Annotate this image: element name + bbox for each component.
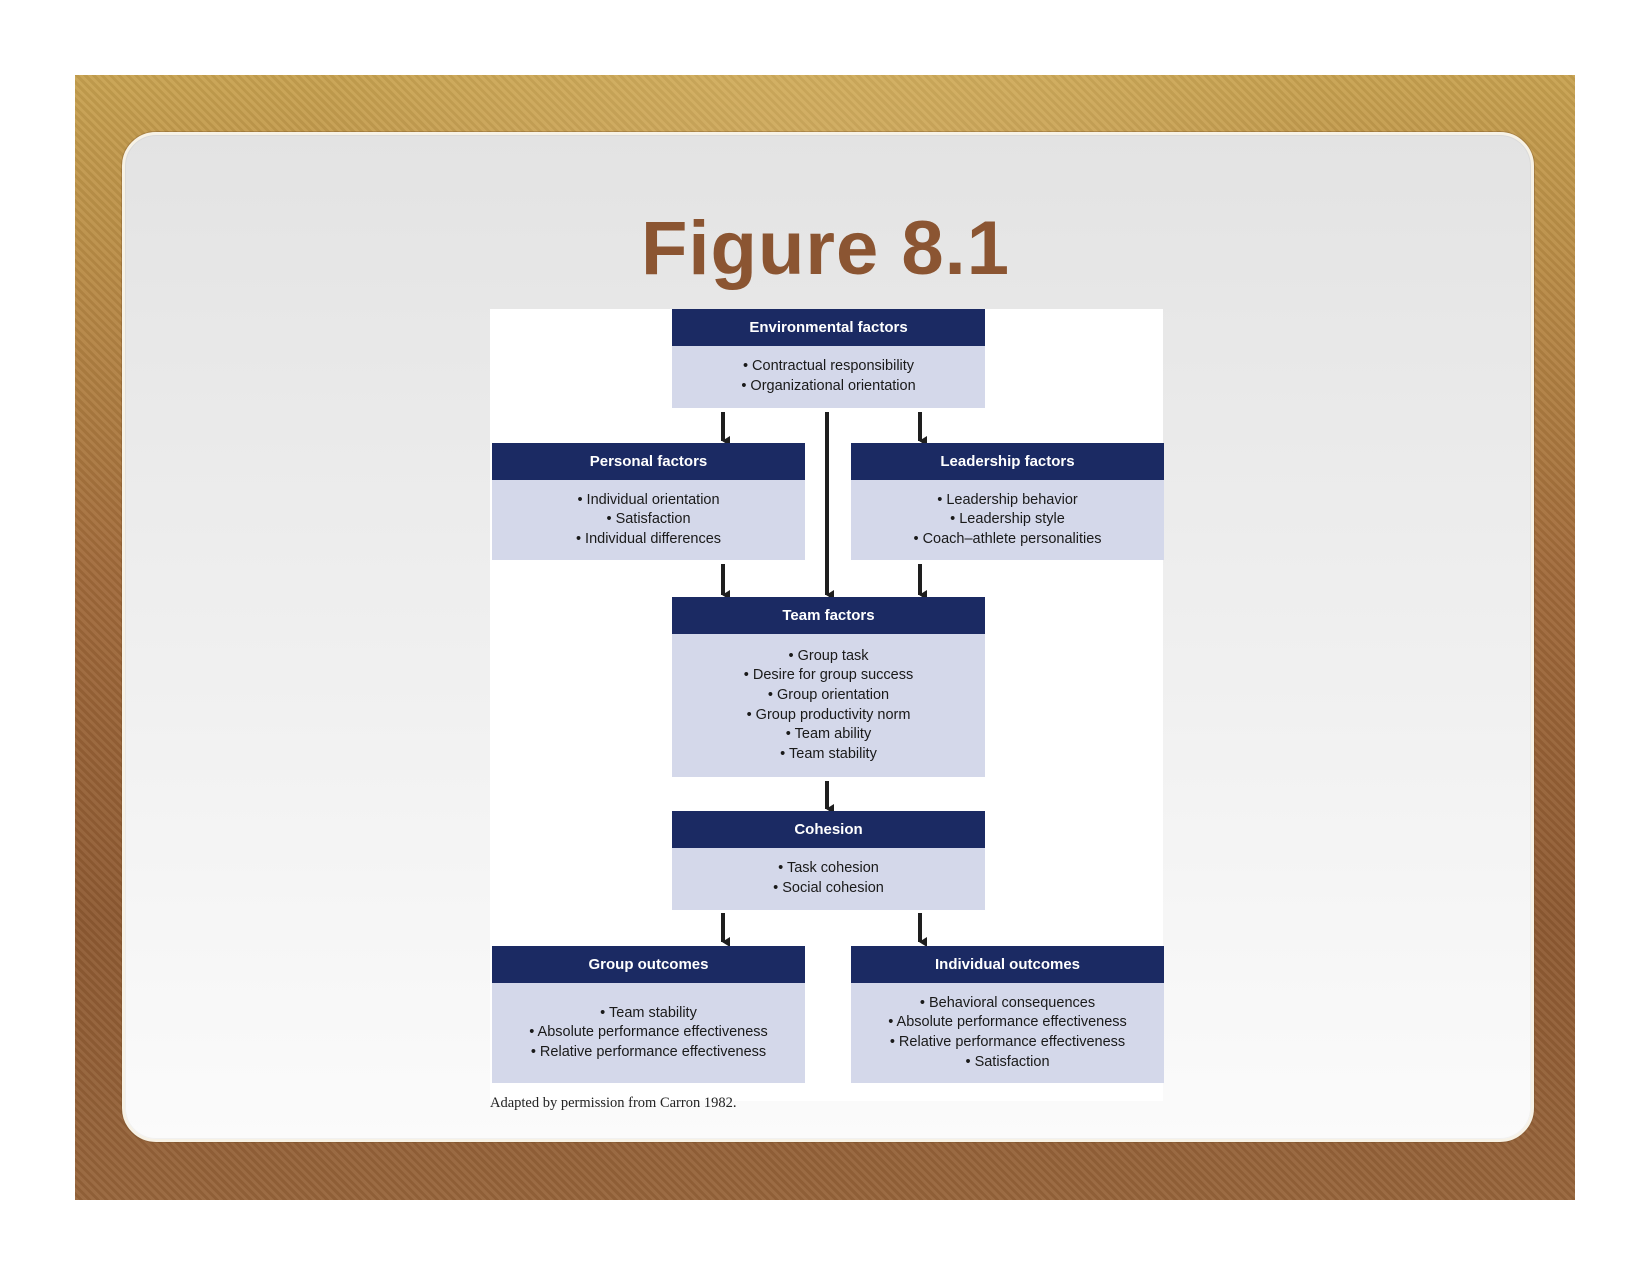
list-item: • Satisfaction (606, 511, 691, 528)
individual-outcomes-box: Individual outcomes • Behavioral consequ… (851, 946, 1164, 1083)
personal-factors-heading: Personal factors (492, 443, 805, 480)
list-item: • Group orientation (767, 686, 890, 703)
group-outcomes-heading: Group outcomes (492, 946, 805, 983)
list-item: • Absolute performance effectiveness (888, 1014, 1127, 1031)
group-outcomes-box: Group outcomes • Team stability • Absolu… (492, 946, 805, 1083)
individual-outcomes-list: • Behavioral consequences • Absolute per… (851, 983, 1164, 1083)
environmental-factors-heading: Environmental factors (672, 309, 985, 346)
list-item: • Individual orientation (577, 491, 720, 508)
list-item: • Group task (788, 647, 869, 664)
leadership-factors-list: • Leadership behavior • Leadership style… (851, 480, 1164, 560)
environmental-factors-list: • Contractual responsibility • Organizat… (672, 346, 985, 408)
list-item: • Leadership style (950, 511, 1065, 528)
list-item: • Satisfaction (965, 1053, 1050, 1070)
team-factors-box: Team factors • Group task • Desire for g… (672, 597, 985, 777)
leadership-factors-heading: Leadership factors (851, 443, 1164, 480)
list-item: • Task cohesion (778, 860, 879, 877)
list-item: • Desire for group success (743, 667, 914, 684)
figure-caption: Adapted by permission from Carron 1982. (490, 1095, 737, 1111)
leadership-factors-box: Leadership factors • Leadership behavior… (851, 443, 1164, 560)
list-item: • Team stability (600, 1004, 697, 1021)
cohesion-heading: Cohesion (672, 811, 985, 848)
list-item: • Relative performance effectiveness (889, 1034, 1126, 1050)
cohesion-list: • Task cohesion • Social cohesion (672, 848, 985, 910)
personal-factors-list: • Individual orientation • Satisfaction … (492, 480, 805, 560)
list-item: • Leadership behavior (937, 491, 1078, 508)
list-item: • Relative performance effectiveness (530, 1043, 767, 1060)
connector-arrows (721, 412, 927, 947)
flow-diagram: Environmental factors • Contractual resp… (490, 309, 1164, 1111)
team-factors-list: • Group task • Desire for group success … (672, 634, 985, 777)
cohesion-box: Cohesion • Task cohesion • Social cohesi… (672, 811, 985, 910)
team-factors-heading: Team factors (672, 597, 985, 634)
environmental-factors-box: Environmental factors • Contractual resp… (672, 309, 985, 408)
list-item: • Social cohesion (773, 880, 884, 896)
list-item: • Team ability (785, 726, 872, 743)
list-item: • Individual differences (575, 530, 722, 547)
list-item: • Contractual responsibility (742, 358, 915, 375)
list-item: • Organizational orientation (741, 378, 916, 394)
individual-outcomes-heading: Individual outcomes (851, 946, 1164, 983)
list-item: • Coach–athlete personalities (913, 530, 1102, 547)
list-item: • Behavioral consequences (919, 994, 1096, 1011)
personal-factors-box: Personal factors • Individual orientatio… (492, 443, 805, 560)
slide-title: Figure 8.1 (641, 206, 1010, 291)
list-item: • Absolute performance effectiveness (529, 1024, 768, 1041)
list-item: • Team stability (780, 745, 877, 762)
list-item: • Group productivity norm (746, 706, 911, 723)
group-outcomes-list: • Team stability • Absolute performance … (492, 983, 805, 1083)
